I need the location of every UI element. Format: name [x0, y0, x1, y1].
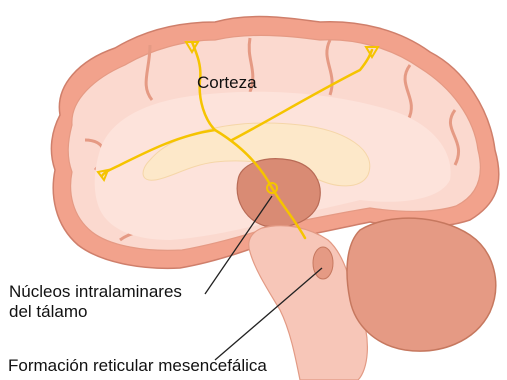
label-cortex: Corteza — [197, 73, 257, 93]
label-intralaminar-line2: del tálamo — [9, 302, 182, 322]
label-intralaminar-line1: Núcleos intralaminares — [9, 282, 182, 302]
reticular-formation — [313, 247, 333, 279]
thalamus — [237, 159, 320, 227]
cerebellum — [347, 218, 496, 351]
label-intralaminar-nuclei: Núcleos intralaminares del tálamo — [9, 282, 182, 323]
label-reticular-formation: Formación reticular mesencefálica — [8, 356, 267, 376]
